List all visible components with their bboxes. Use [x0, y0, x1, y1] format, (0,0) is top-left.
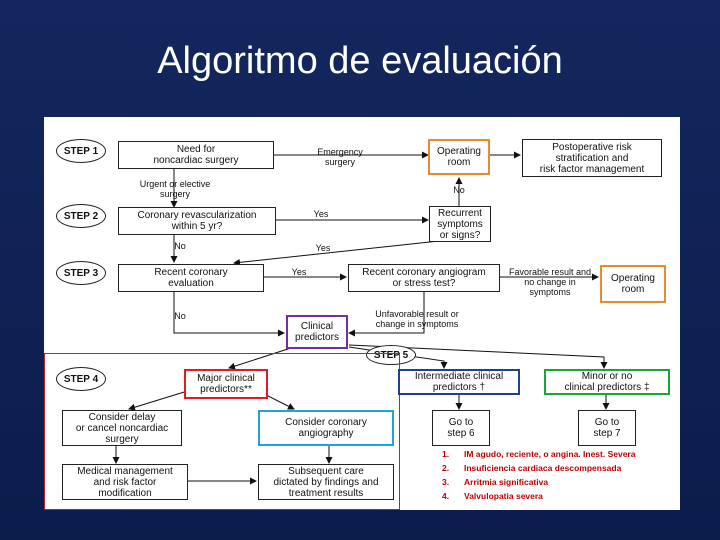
note-item: 4.Valvulopatia severa — [442, 491, 543, 501]
arrow-recent-to-predictors — [173, 292, 285, 337]
note-item: 1.IM agudo, reciente, o angina. Inest. S… — [442, 449, 636, 459]
flowchart-panel: STEP 1 STEP 2 STEP 3 STEP 4 STEP 5 Need … — [44, 117, 680, 510]
label-urgent-elective: Urgent or elective surgery — [139, 179, 211, 199]
arrow-predictors-to-minor — [348, 344, 608, 369]
medical-management-box: Medical management and risk factor modif… — [62, 464, 188, 500]
operating-room-box-1: Operating room — [428, 139, 490, 175]
step-5-oval: STEP 5 — [366, 345, 416, 365]
step-4-highlight-frame — [44, 353, 400, 510]
arrow-angio-to-predictors — [348, 292, 425, 337]
subsequent-care-box: Subsequent care dictated by findings and… — [258, 464, 394, 500]
intermediate-predictors-box: Intermediate clinical predictors † — [398, 369, 520, 395]
flowchart-connectors — [112, 151, 610, 485]
notes-list: 1.IM agudo, reciente, o angina. Inest. S… — [442, 447, 635, 503]
note-item: 3.Arritmia significativa — [442, 477, 549, 487]
consider-delay-box: Consider delay or cancel noncardiac surg… — [62, 410, 182, 446]
label-yes-2: Yes — [315, 243, 331, 253]
step-1-oval: STEP 1 — [56, 139, 106, 163]
label-no-3: No — [174, 311, 186, 321]
label-yes-3: Yes — [291, 267, 307, 277]
label-no-2: No — [174, 241, 186, 251]
label-yes-1: Yes — [313, 209, 329, 219]
coronary-revasc-box: Coronary revascularization within 5 yr? — [118, 207, 276, 235]
recent-angiogram-box: Recent coronary angiogram or stress test… — [348, 264, 500, 292]
consider-angiography-box: Consider coronary angiography — [258, 410, 394, 446]
step-3-oval: STEP 3 — [56, 261, 106, 285]
clinical-predictors-box: Clinical predictors — [286, 315, 348, 349]
recurrent-symptoms-box: Recurrent symptoms or signs? — [429, 206, 491, 242]
arrow-predictors-to-major — [228, 346, 295, 370]
step-2-oval: STEP 2 — [56, 204, 106, 228]
operating-room-box-2: Operating room — [600, 265, 666, 303]
arrow-major-to-delay — [128, 388, 195, 411]
note-item: 2.Insuficiencia cardiaca descompensada — [442, 463, 622, 473]
label-emergency-surgery: Emergency surgery — [317, 147, 363, 167]
label-favorable: Favorable result and no change in sympto… — [508, 267, 592, 297]
label-unfavorable: Unfavorable result or change in symptoms — [375, 309, 459, 329]
goto-step7-box: Go to step 7 — [578, 410, 636, 446]
goto-step6-box: Go to step 6 — [432, 410, 490, 446]
arrow-recurrent-to-recent — [233, 240, 440, 266]
need-for-surgery-box: Need for noncardiac surgery — [118, 141, 274, 169]
postop-risk-box: Postoperative risk stratification and ri… — [522, 139, 662, 177]
minor-predictors-box: Minor or no clinical predictors ‡ — [544, 369, 670, 395]
step-4-oval: STEP 4 — [56, 367, 106, 391]
label-no-1: No — [453, 185, 465, 195]
major-predictors-box: Major clinical predictors** — [184, 369, 268, 399]
recent-evaluation-box: Recent coronary evaluation — [118, 264, 264, 292]
slide-title: Algoritmo de evaluación — [157, 40, 563, 82]
